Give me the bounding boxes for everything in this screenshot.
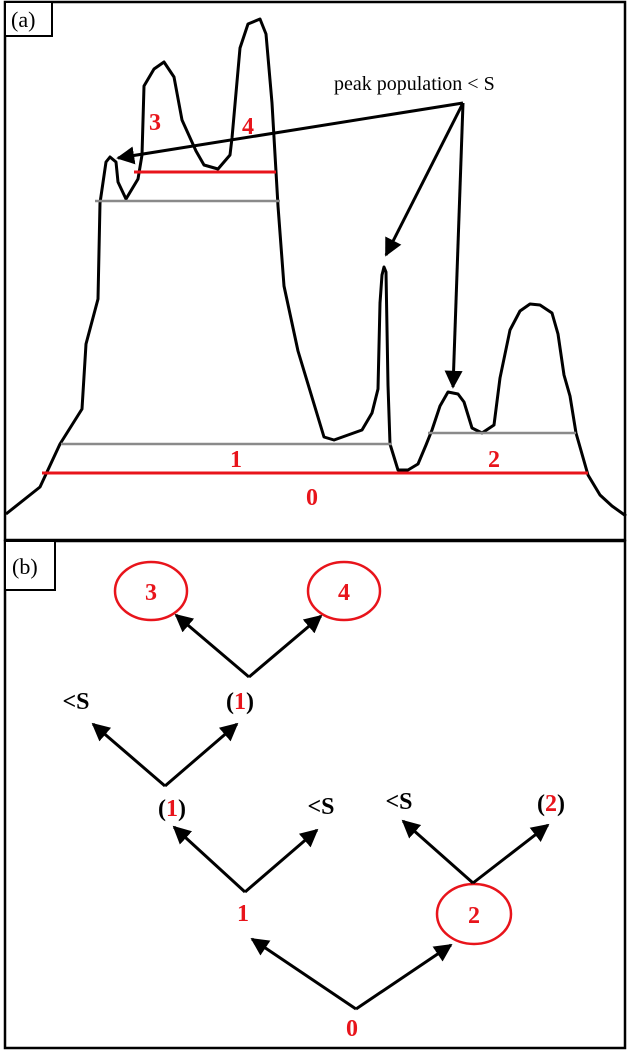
arrow-to-3 [174, 613, 250, 679]
annotation-peak-population: peak population < S [334, 73, 495, 95]
level-label-4: 4 [242, 114, 254, 140]
node-less-s-right: <S [385, 789, 412, 815]
node-4: 4 [338, 580, 350, 606]
node-paren-2: (2) [537, 791, 565, 817]
arrow-to-spike [384, 102, 465, 257]
node-4-circle [306, 560, 382, 622]
node-less-s-mid: <S [307, 794, 334, 820]
density-curve [5, 17, 627, 518]
panel-b: (b) 3 4 2 1 0 (1) (1) (2) <S <S <S [3, 539, 627, 1050]
node-2: 2 [468, 903, 480, 929]
level-label-3: 3 [149, 110, 161, 136]
panel-a-label: (a) [11, 7, 35, 32]
panel-a-label-box [4, 1, 53, 37]
annotation-arrows [116, 101, 465, 389]
node-paren-1-top: (1) [226, 689, 254, 715]
arrow-to-4 [248, 614, 323, 679]
panel-b-border [3, 539, 627, 1050]
tree-arrows [91, 613, 550, 1011]
level-label-1: 1 [230, 447, 242, 473]
arrow-to-paren-2 [472, 823, 550, 885]
arrow-to-small-peak-left [116, 101, 464, 165]
arrow-to-less-s-right [401, 819, 474, 885]
panel-b-label: (b) [12, 554, 38, 579]
node-less-s-top: <S [62, 689, 89, 715]
node-3-circle [113, 560, 189, 622]
arrow-to-1 [250, 937, 357, 1011]
arrow-to-small-peak-right [444, 102, 465, 389]
level-label-0: 0 [306, 485, 318, 511]
panel-a: (a) 3 4 1 2 0 peak population < S [3, 0, 627, 542]
node-paren-1-mid: (1) [158, 796, 186, 822]
arrow-to-paren-1-top [164, 722, 239, 788]
level-label-2: 2 [488, 447, 500, 473]
arrow-to-2 [355, 943, 453, 1011]
node-3: 3 [145, 580, 157, 606]
arrow-to-less-s-mid [244, 828, 319, 894]
arrow-to-paren-1-mid [172, 825, 247, 894]
node-0: 0 [346, 1016, 358, 1042]
node-1: 1 [237, 901, 249, 927]
panel-b-label-box [4, 540, 56, 591]
arrow-to-less-s-top [91, 722, 166, 788]
